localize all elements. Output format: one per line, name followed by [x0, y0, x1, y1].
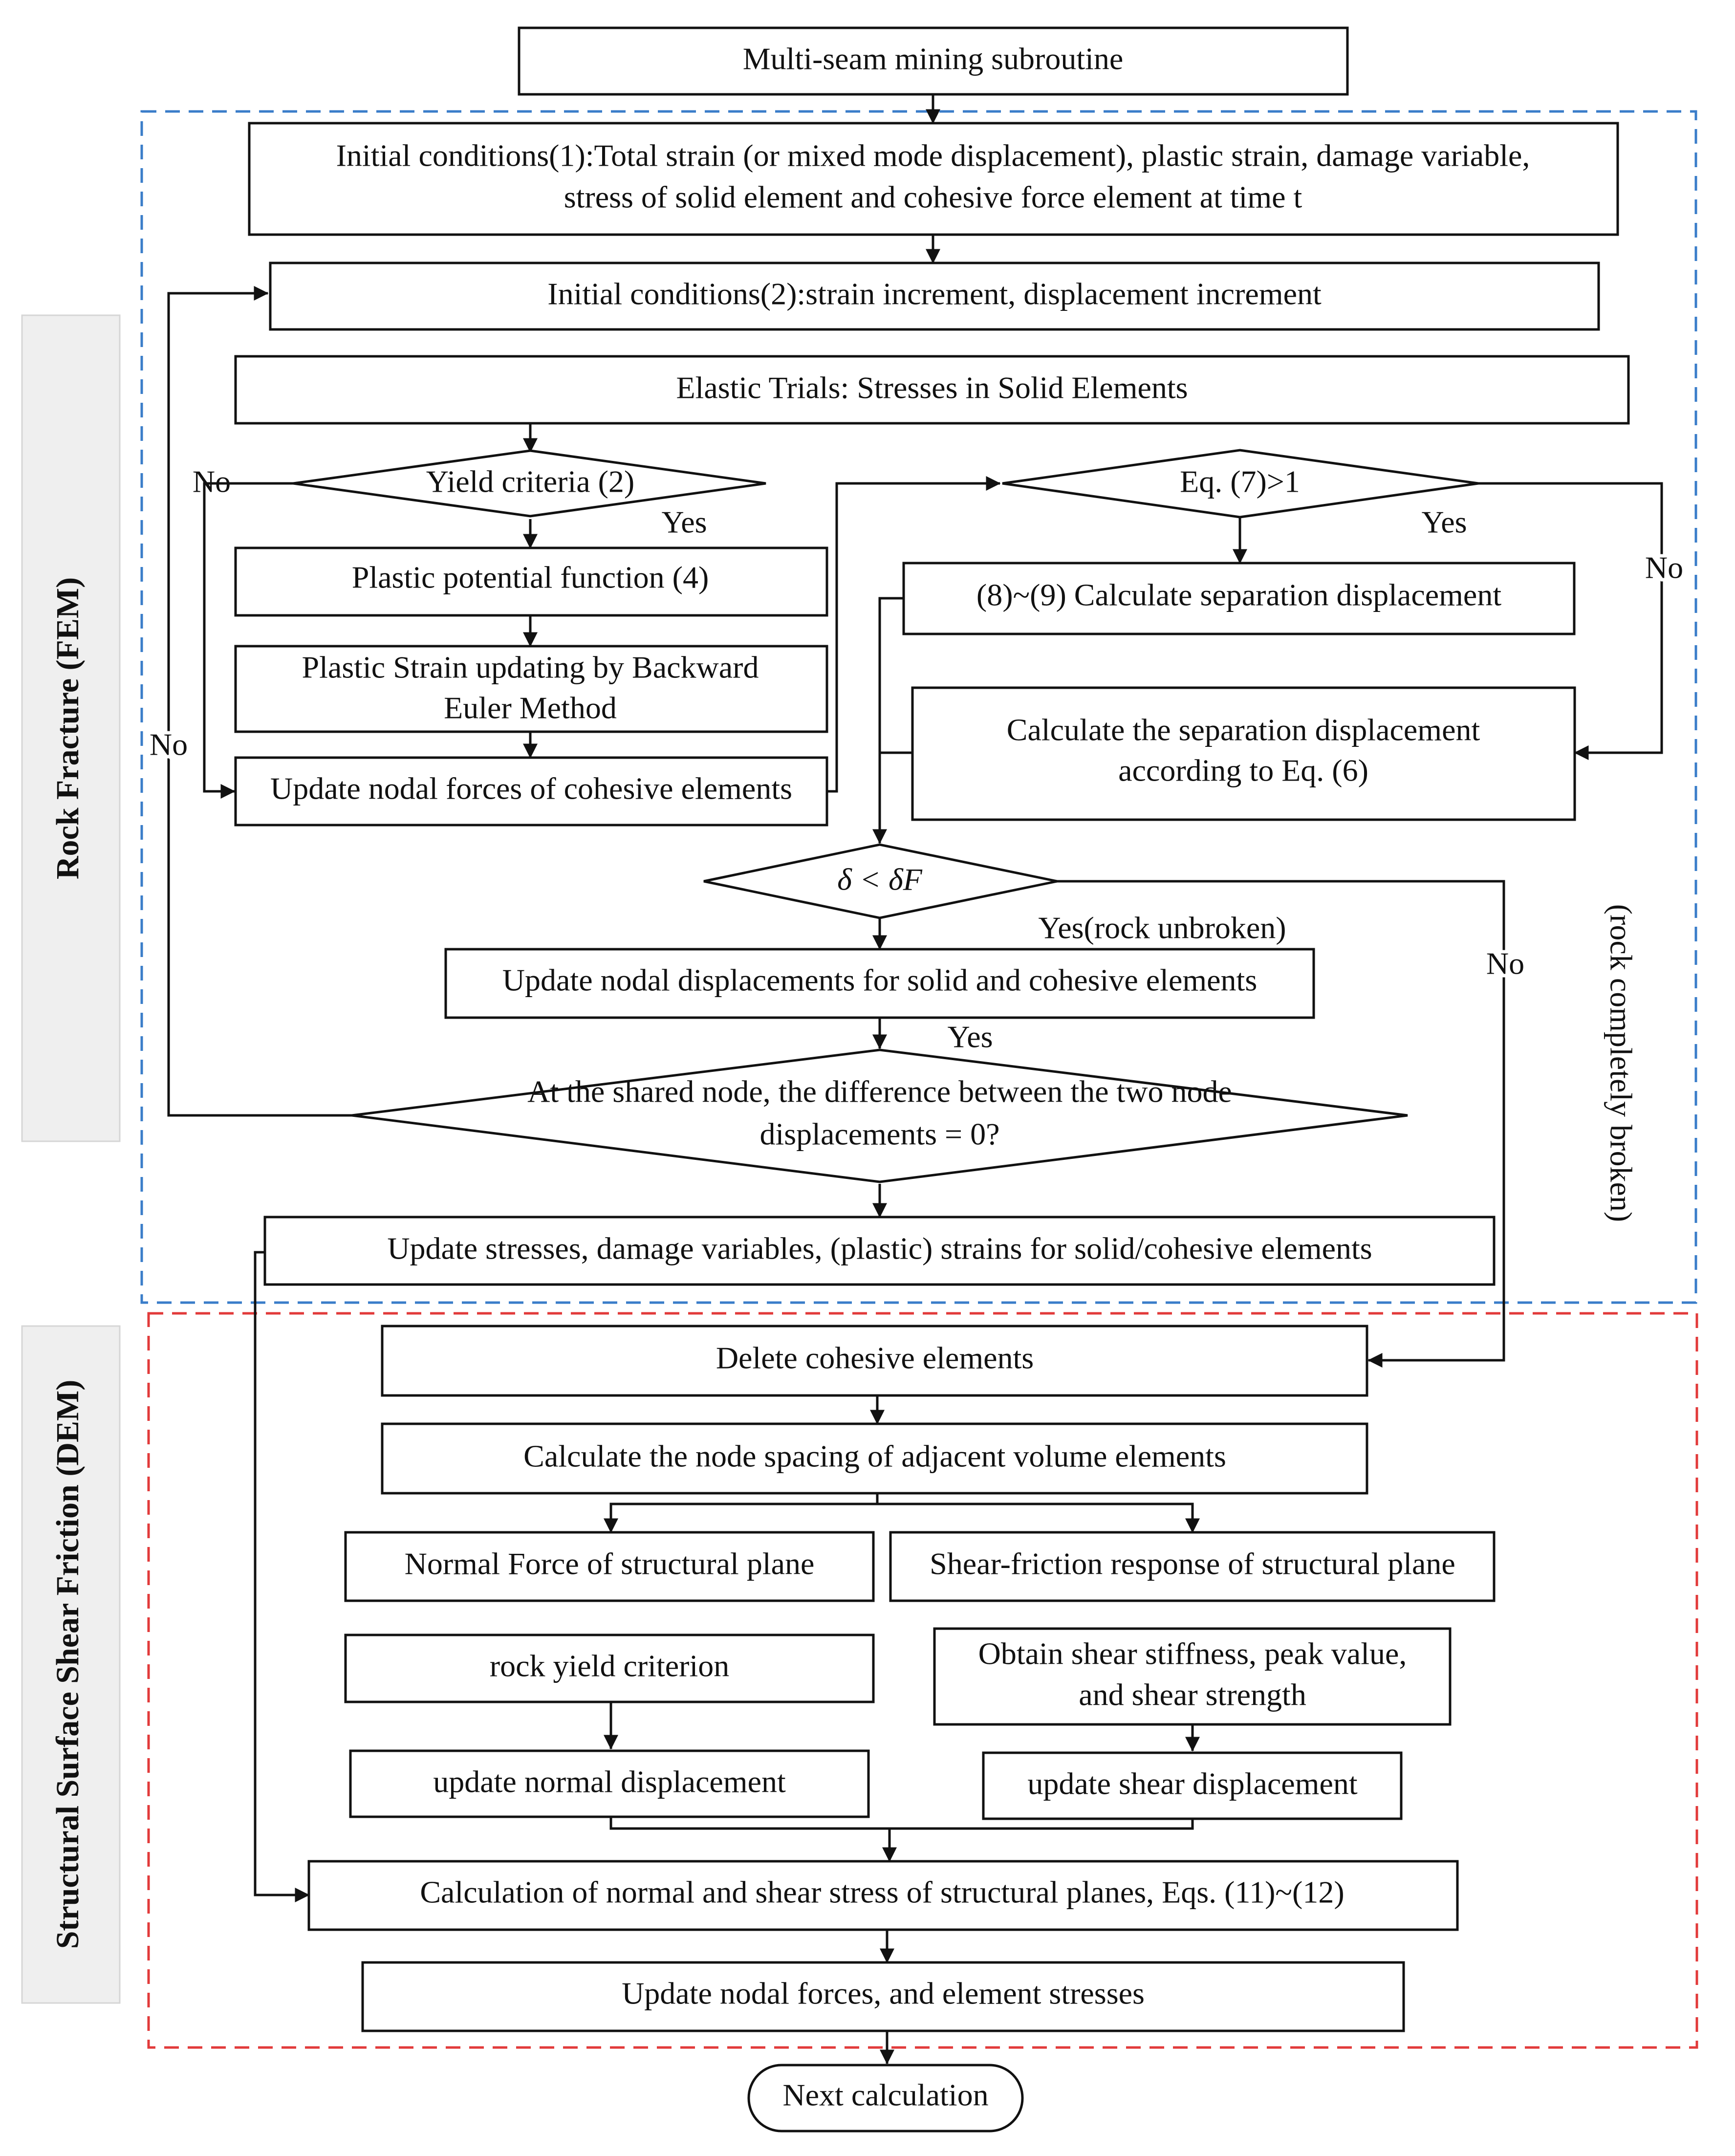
dem-side-label: Structural Surface Shear Friction (DEM): [21, 1325, 121, 2004]
shared-node-line-2: displacements = 0?: [759, 1117, 999, 1152]
calc-separation-89-label: (8)~(9) Calculate separation displacemen…: [976, 578, 1501, 612]
delete-cohesive-label: Delete cohesive elements: [716, 1341, 1034, 1375]
yield-criteria-decision: Yield criteria (2): [293, 449, 766, 518]
initial-conditions-2-box: Initial conditions(2):strain increment, …: [269, 261, 1600, 331]
rock-yield-box: rock yield criterion: [344, 1633, 875, 1703]
update-nodal-displacements-label: Update nodal displacements for solid and…: [502, 963, 1257, 998]
update-stresses-label: Update stresses, damage variables, (plas…: [387, 1231, 1372, 1266]
elastic-trials-label: Elastic Trials: Stresses in Solid Elemen…: [676, 370, 1188, 405]
dem-section-border: [147, 1312, 1698, 2049]
edge-label-rock-broken: (rock completely broken): [1604, 904, 1638, 1222]
fem-side-label-text: Rock Fracture (FEM): [50, 577, 86, 879]
delta-decision: δ < δF: [703, 843, 1058, 919]
eq7-decision: Eq. (7)>1: [1002, 449, 1479, 519]
update-forces-label: Update nodal forces, and element stresse…: [622, 1976, 1145, 2011]
update-normal-label: update normal displacement: [433, 1764, 786, 1799]
update-nodal-displacements-box: Update nodal displacements for solid and…: [444, 948, 1315, 1019]
end-node-label: Next calculation: [782, 2078, 988, 2112]
delta-label: δ < δF: [837, 862, 923, 897]
edge-label-eq7-yes: Yes: [1421, 505, 1467, 540]
calc-separation-eq6-box: Calculate the separation displacement ac…: [911, 686, 1576, 821]
calc-separation-eq6-line-1: Calculate the separation displacement: [1007, 713, 1480, 747]
yield-criteria-label: Yield criteria (2): [426, 464, 634, 499]
shared-node-line-1: At the shared node, the difference betwe…: [527, 1074, 1232, 1109]
plastic-strain-line-2: Euler Method: [444, 691, 617, 725]
update-forces-box: Update nodal forces, and element stresse…: [361, 1961, 1405, 2032]
edge-label-eq7-no: No: [1645, 550, 1683, 585]
rock-yield-label: rock yield criterion: [490, 1649, 729, 1683]
plastic-strain-line-1: Plastic Strain updating by Backward: [302, 650, 759, 685]
update-stresses-box: Update stresses, damage variables, (plas…: [263, 1216, 1496, 1286]
plastic-potential-box: Plastic potential function (4): [234, 546, 828, 617]
edge-label-loop-no: No: [150, 727, 188, 762]
end-node: Next calculation: [747, 2064, 1024, 2133]
calc-separation-eq6-line-2: according to Eq. (6): [1118, 753, 1368, 788]
plastic-strain-box: Plastic Strain updating by Backward Eule…: [234, 645, 828, 733]
initial-conditions-2-label: Initial conditions(2):strain increment, …: [547, 277, 1322, 311]
update-shear-box: update shear displacement: [982, 1751, 1403, 1820]
edge-label-delta-yes: Yes(rock unbroken): [1038, 911, 1286, 945]
node-spacing-label: Calculate the node spacing of adjacent v…: [523, 1439, 1226, 1474]
initial-conditions-1-line-2: stress of solid element and cohesive for…: [564, 180, 1302, 215]
update-cohesive-forces-label: Update nodal forces of cohesive elements: [270, 771, 792, 806]
fem-section-border: [140, 110, 1697, 1304]
obtain-shear-box: Obtain shear stiffness, peak value, and …: [933, 1627, 1452, 1726]
update-shear-label: update shear displacement: [1027, 1766, 1358, 1801]
eq7-label: Eq. (7)>1: [1180, 464, 1300, 499]
edge-label-delta-no: No: [1486, 946, 1524, 981]
start-node-label: Multi-seam mining subroutine: [743, 42, 1124, 76]
calc-stress-box: Calculation of normal and shear stress o…: [307, 1860, 1459, 1931]
shear-friction-label: Shear-friction response of structural pl…: [930, 1546, 1455, 1581]
edge-label-yield-no: No: [193, 464, 231, 499]
dem-side-label-text: Structural Surface Shear Friction (DEM): [50, 1380, 86, 1949]
calc-separation-89-box: (8)~(9) Calculate separation displacemen…: [902, 562, 1576, 635]
edge-label-shared-yes: Yes: [947, 1020, 993, 1054]
obtain-shear-line-2: and shear strength: [1079, 1677, 1306, 1712]
initial-conditions-1-box: Initial conditions(1):Total strain (or m…: [248, 122, 1619, 236]
initial-conditions-1-line-1: Initial conditions(1):Total strain (or m…: [336, 138, 1530, 173]
update-cohesive-forces-box: Update nodal forces of cohesive elements: [234, 756, 828, 827]
shear-friction-box: Shear-friction response of structural pl…: [889, 1531, 1496, 1602]
update-normal-box: update normal displacement: [349, 1749, 870, 1818]
calc-stress-label: Calculation of normal and shear stress o…: [420, 1875, 1344, 1910]
node-spacing-box: Calculate the node spacing of adjacent v…: [381, 1422, 1368, 1495]
edge-label-yield-yes: Yes: [661, 505, 707, 540]
connectors: [167, 94, 1663, 2065]
delete-cohesive-box: Delete cohesive elements: [381, 1325, 1368, 1397]
start-node: Multi-seam mining subroutine: [518, 26, 1349, 96]
fem-side-label: Rock Fracture (FEM): [21, 314, 121, 1142]
shared-node-decision: At the shared node, the difference betwe…: [351, 1048, 1408, 1183]
plastic-potential-label: Plastic potential function (4): [352, 560, 709, 595]
normal-force-label: Normal Force of structural plane: [405, 1546, 815, 1581]
normal-force-box: Normal Force of structural plane: [344, 1531, 875, 1602]
elastic-trials-box: Elastic Trials: Stresses in Solid Elemen…: [234, 355, 1630, 425]
obtain-shear-line-1: Obtain shear stiffness, peak value,: [978, 1636, 1407, 1671]
